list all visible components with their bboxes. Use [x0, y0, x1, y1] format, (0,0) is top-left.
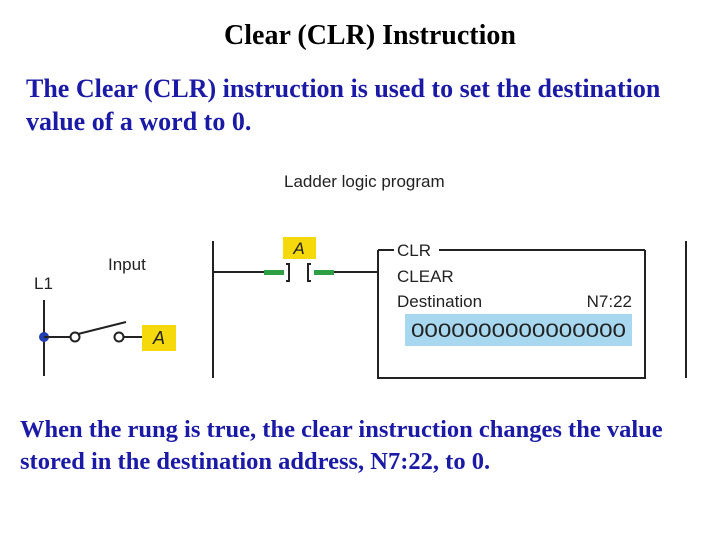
page-title: Clear (CLR) Instruction — [224, 20, 516, 51]
switch-tag-box — [142, 325, 176, 351]
input-label: Input — [108, 255, 146, 274]
contact-bracket-right — [307, 263, 311, 282]
destination-value: 0000000000000000 — [411, 321, 626, 342]
contact-tag-label: A — [292, 239, 304, 258]
clr-block-outline — [377, 250, 646, 379]
diagram-heading: Ladder logic program — [284, 172, 445, 191]
destination-address: N7:22 — [587, 292, 632, 311]
contact-tag-box — [283, 237, 316, 259]
clr-mnemonic: CLR — [397, 241, 431, 260]
switch-tag-label: A — [152, 328, 165, 348]
switch-terminal-left — [69, 331, 81, 343]
conclusion-text: When the rung is true, the clear instruc… — [20, 416, 663, 475]
destination-label: Destination — [397, 292, 482, 311]
switch-terminal-right — [113, 331, 125, 343]
value-highlight — [405, 314, 632, 346]
l1-label: L1 — [34, 274, 53, 293]
contact-bar-right — [314, 270, 334, 275]
clr-name: CLEAR — [397, 267, 454, 286]
switch-blade — [77, 321, 127, 335]
contact-bracket-left — [286, 263, 290, 282]
intro-text: The Clear (CLR) instruction is used to s… — [26, 74, 661, 136]
contact-bar-left — [264, 270, 284, 275]
